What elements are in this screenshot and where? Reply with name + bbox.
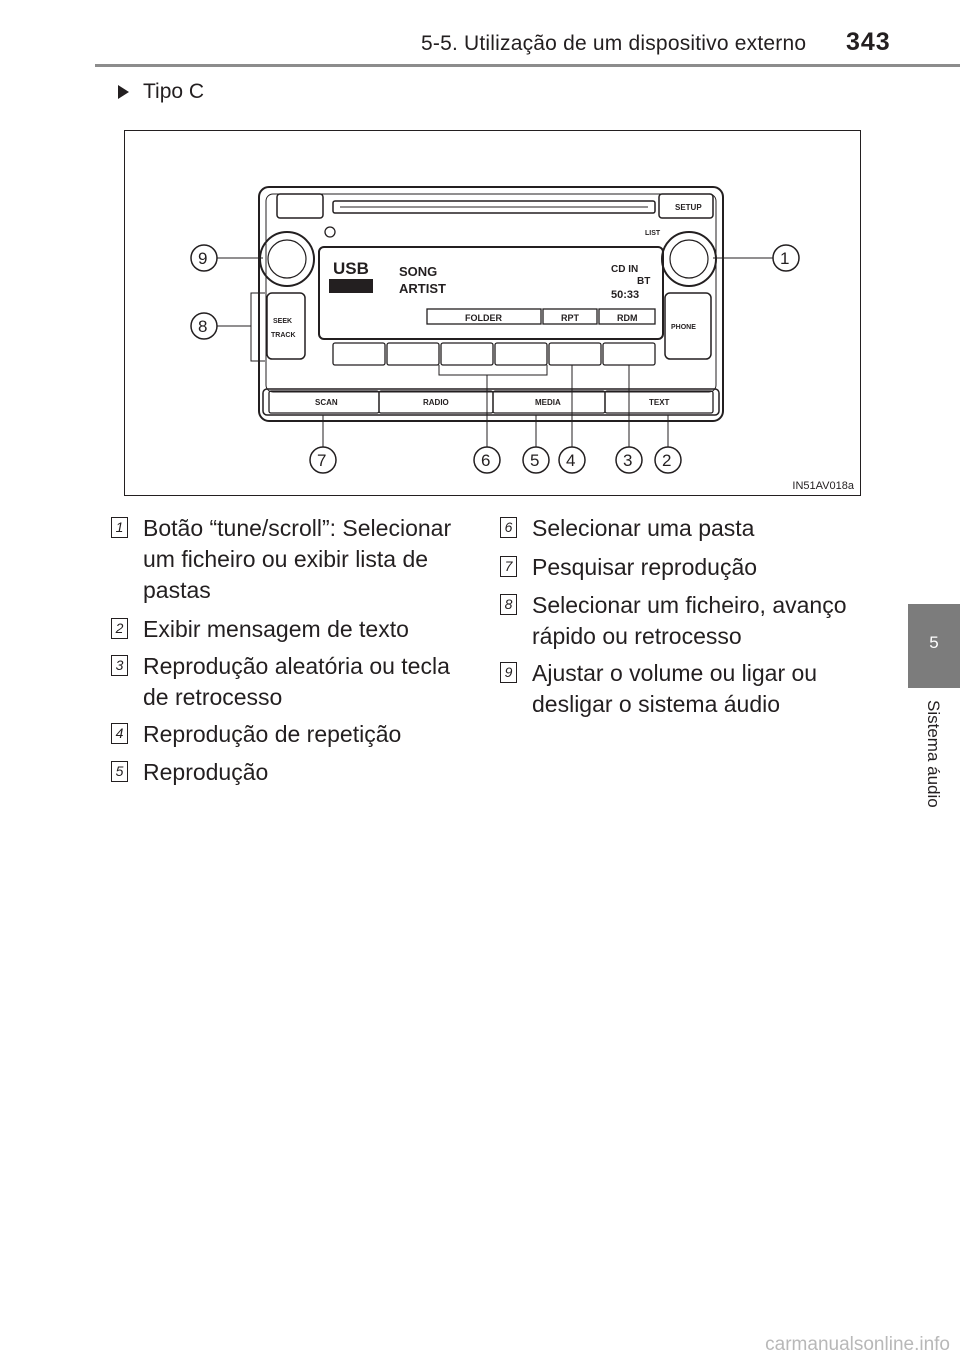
callout-2-label: 2 [662,451,671,470]
volume-knob[interactable] [259,231,315,287]
page-number: 343 [846,28,891,56]
legend-item-1: 1 Botão “tune/scroll”: Selecionar um fic… [111,513,478,606]
watermark[interactable]: carmanualsonline.info [765,1334,950,1355]
legend-text-2: Exibir mensagem de texto [143,616,409,642]
softkey-5[interactable] [548,342,602,366]
legend-badge-7: 7 [500,556,517,577]
eject-button[interactable] [276,193,324,219]
legend-text-9: Ajustar o volume ou ligar ou desligar o … [532,660,818,717]
text-button[interactable] [604,390,714,414]
legend-badge-4: 4 [111,723,128,744]
legend-text-4: Reprodução de repetição [143,721,402,747]
legend-item-5: 5 Reprodução [111,757,478,788]
cd-slot [332,200,656,214]
callout-3-label: 3 [623,451,632,470]
display-cd-in-text: CD IN [611,264,638,275]
softkey-1[interactable] [332,342,386,366]
legend-item-3: 3 Reprodução aleatória ou tecla de retro… [111,651,478,713]
legend-item-6: 6 Selecionar uma pasta [500,513,852,544]
legend-badge-3: 3 [111,655,128,676]
figure-code: IN51AV018a [792,480,854,492]
usb-device-icon [329,279,373,293]
setup-text: SETUP [675,203,702,212]
audio-unit-illustration: USB SONG ARTIST CD IN BT 50:33 FOLDER RP… [190,186,800,474]
legend-item-8: 8 Selecionar um ficheiro, avanço rápido … [500,590,852,652]
power-icon [324,226,336,238]
legend-badge-9: 9 [500,662,517,683]
legend-text-5: Reprodução [143,759,269,785]
callout-5-label: 5 [530,451,539,470]
legend-badge-6: 6 [500,517,517,538]
triangle-bullet-icon [118,85,129,99]
callout-4-label: 4 [566,451,575,470]
legend-badge-2: 2 [111,618,128,639]
legend-text-7: Pesquisar reprodução [532,554,758,580]
chapter-number: 5 [929,633,939,652]
display-song-text: SONG [399,264,437,279]
section-title: 5-5. Utilização de um dispositivo extern… [421,32,807,55]
display-artist-text: ARTIST [399,281,446,296]
callout-7-label: 7 [317,451,326,470]
legend-text-6: Selecionar uma pasta [532,515,755,541]
scan-text: SCAN [315,398,338,407]
softkey-2[interactable] [386,342,440,366]
setup-button[interactable] [658,193,714,219]
list-text: LIST [645,230,661,237]
display-source-text: USB [333,259,369,278]
softkey-3[interactable] [440,342,494,366]
radio-text: RADIO [423,398,449,407]
media-text: MEDIA [535,398,561,407]
legend-badge-8: 8 [500,594,517,615]
chapter-label: Sistema áudio [924,700,943,808]
callout-9-label: 9 [198,249,207,268]
display-bt-text: BT [637,276,650,287]
legend-badge-1: 1 [111,517,128,538]
rpt-text: RPT [561,313,580,323]
legend-item-4: 4 Reprodução de repetição [111,719,478,750]
phone-text: PHONE [671,324,696,331]
variant-heading: Tipo C [118,80,204,104]
legend-text-1: Botão “tune/scroll”: Selecionar um fiche… [143,515,452,603]
callout-6-label: 6 [481,451,490,470]
rdm-softkey-label [598,308,656,325]
header-divider [95,64,960,67]
rdm-text: RDM [617,313,638,323]
folder-text: FOLDER [465,313,502,323]
legend-badge-5: 5 [111,761,128,782]
display-time-text: 50:33 [611,289,639,301]
legend-text-3: Reprodução aleatória ou tecla de retroce… [143,653,450,710]
display-screen [318,246,664,340]
softkey-6[interactable] [602,342,656,366]
folder-softkey-label [426,308,542,325]
rpt-softkey-label [542,308,598,325]
track-text: TRACK [271,332,296,339]
phone-button[interactable] [664,292,712,360]
legend-item-9: 9 Ajustar o volume ou ligar ou desligar … [500,658,852,720]
softkey-4[interactable] [494,342,548,366]
text-button-text: TEXT [649,398,670,407]
chapter-tab[interactable]: 5 [908,604,960,688]
legend-item-7: 7 Pesquisar reprodução [500,552,852,583]
seek-text: SEEK [273,318,292,325]
seek-track-button[interactable] [266,292,306,360]
callout-1-label: 1 [780,249,789,268]
variant-label: Tipo C [143,80,205,103]
legend-item-2: 2 Exibir mensagem de texto [111,614,478,645]
legend-text-8: Selecionar um ficheiro, avanço rápido ou… [532,592,847,649]
audio-unit-figure: USB SONG ARTIST CD IN BT 50:33 FOLDER RP… [124,130,861,496]
callout-8-label: 8 [198,317,207,336]
